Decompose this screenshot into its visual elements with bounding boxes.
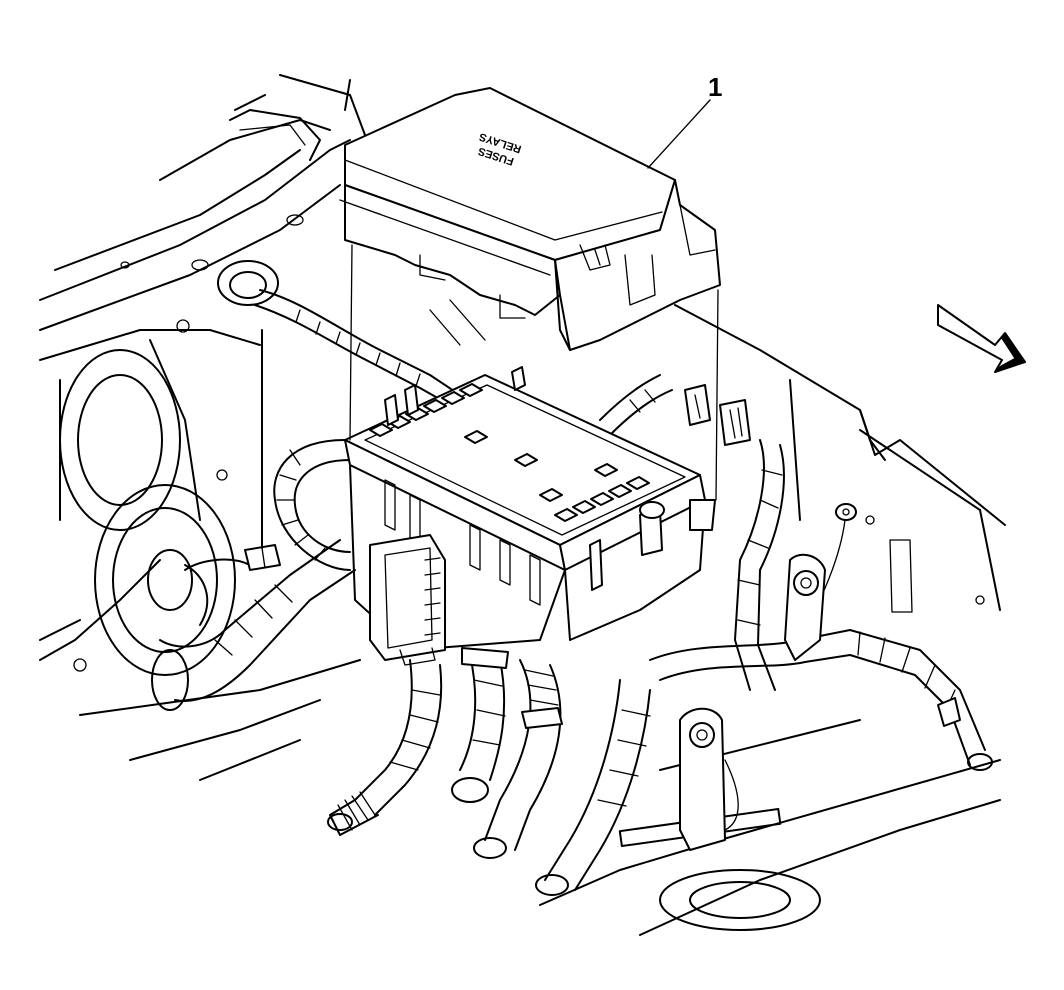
callout-1: 1	[647, 72, 722, 169]
wiring-harness	[151, 289, 993, 896]
mounting-brackets	[679, 384, 826, 851]
alignment-lines	[349, 244, 719, 501]
callout-leader-line	[647, 99, 711, 169]
callout-number: 1	[708, 72, 722, 102]
arrow-forward-icon	[937, 304, 1026, 373]
fuse-block-body	[344, 366, 716, 666]
fuse-block-cover	[339, 87, 721, 351]
body-structure	[39, 74, 1006, 936]
